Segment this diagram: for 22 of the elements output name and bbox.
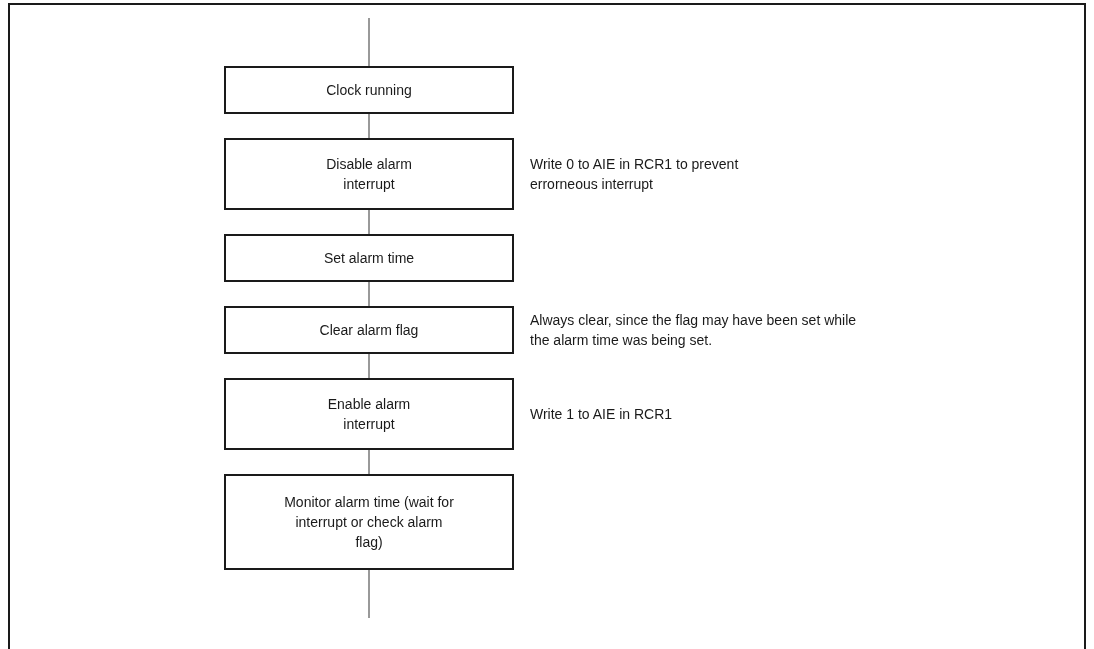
step-text: Enable alarm interrupt <box>326 394 412 434</box>
annotation-text: Write 1 to AIE in RCR1 <box>530 404 674 424</box>
process-box <box>224 66 514 114</box>
annotation-text: Always clear, since the flag may have been set while the alarm time was being set. <box>530 310 858 350</box>
annotation-text: Write 0 to AIE in RCR1 to prevent errorneous interrupt <box>530 154 740 194</box>
connector-line <box>368 113 370 139</box>
connector-line <box>368 353 370 379</box>
step-text: Set alarm time <box>323 248 415 268</box>
connector-line <box>368 569 370 619</box>
step-text: Clock running <box>326 80 412 100</box>
process-box <box>224 306 514 354</box>
process-box <box>224 378 514 450</box>
connector-line <box>368 209 370 235</box>
step-text: Clear alarm flag <box>319 320 419 340</box>
step-text: Disable alarm interrupt <box>325 154 413 194</box>
step-text: Monitor alarm time (wait for interrupt or check alarm flag) <box>284 492 454 553</box>
connector-line <box>368 281 370 307</box>
process-box <box>224 234 514 282</box>
connector-line <box>368 17 370 67</box>
connector-line <box>368 449 370 475</box>
process-box <box>224 138 514 210</box>
process-box <box>224 474 514 570</box>
